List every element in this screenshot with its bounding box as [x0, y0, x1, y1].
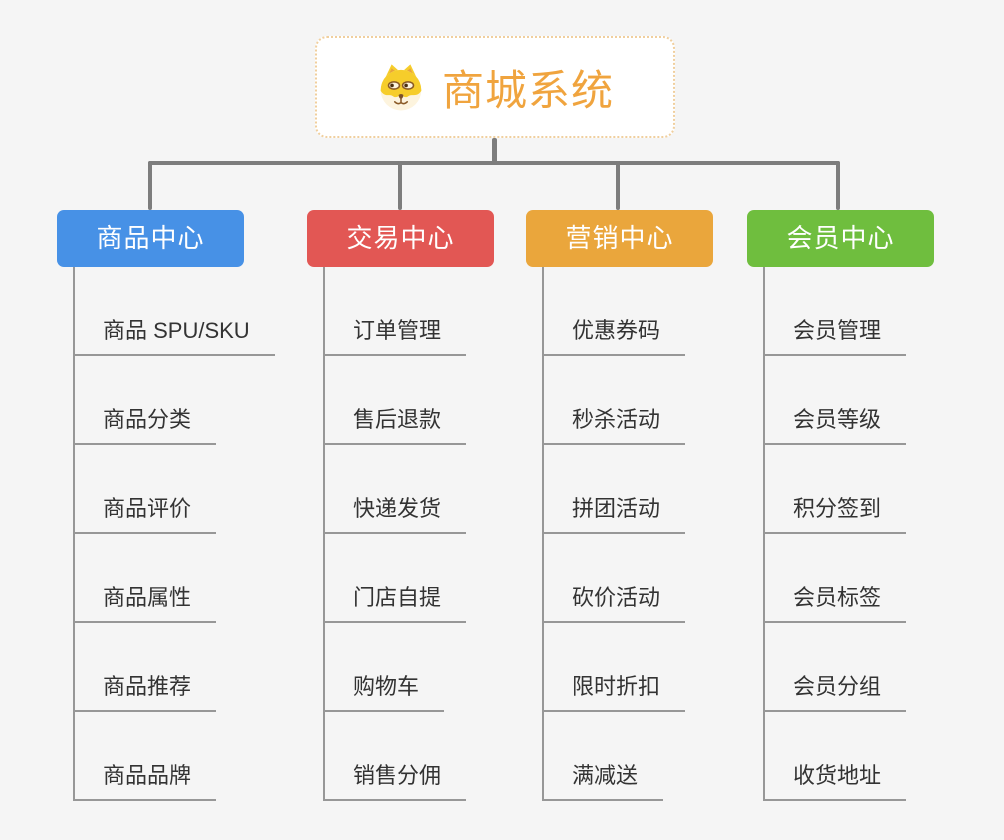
list-item: 售后退款 — [325, 356, 467, 445]
child-list-trade: 订单管理 售后退款 快递发货 门店自提 购物车 销售分佣 — [323, 267, 467, 801]
list-item: 订单管理 — [325, 267, 467, 356]
child-topic[interactable]: 秒杀活动 — [544, 402, 686, 445]
list-item: 商品属性 — [75, 534, 275, 623]
child-topic[interactable]: 积分签到 — [765, 491, 907, 534]
list-item: 快递发货 — [325, 445, 467, 534]
root-node-title: 商城系统 — [441, 66, 614, 114]
branch-node-trade[interactable]: 交易中心 — [307, 210, 494, 267]
list-item: 限时折扣 — [544, 623, 686, 712]
child-topic[interactable]: 商品评价 — [75, 491, 217, 534]
list-item: 门店自提 — [325, 534, 467, 623]
list-item: 商品评价 — [75, 445, 275, 534]
connector-drop-goods — [148, 161, 152, 210]
list-item: 优惠券码 — [544, 267, 686, 356]
branch-node-member[interactable]: 会员中心 — [747, 210, 934, 267]
child-list-marketing: 优惠券码 秒杀活动 拼团活动 砍价活动 限时折扣 满减送 — [542, 267, 686, 801]
child-topic[interactable]: 收货地址 — [765, 758, 907, 801]
branch-node-marketing[interactable]: 营销中心 — [526, 210, 713, 267]
child-topic[interactable]: 商品品牌 — [75, 758, 217, 801]
list-item: 销售分佣 — [325, 712, 467, 801]
list-item: 会员等级 — [765, 356, 907, 445]
child-topic[interactable]: 优惠券码 — [544, 313, 686, 356]
branch-column-trade: 交易中心 订单管理 售后退款 快递发货 门店自提 购物车 销售分佣 — [307, 210, 557, 801]
child-topic[interactable]: 满减送 — [544, 758, 664, 801]
list-item: 购物车 — [325, 623, 466, 712]
branch-node-goods[interactable]: 商品中心 — [57, 210, 244, 267]
list-item: 商品推荐 — [75, 623, 275, 712]
list-item: 商品分类 — [75, 356, 275, 445]
child-topic[interactable]: 销售分佣 — [325, 758, 467, 801]
list-item: 满减送 — [544, 712, 685, 801]
list-item: 拼团活动 — [544, 445, 686, 534]
child-topic[interactable]: 门店自提 — [325, 580, 467, 623]
child-topic[interactable]: 会员管理 — [765, 313, 907, 356]
list-item: 秒杀活动 — [544, 356, 686, 445]
child-topic[interactable]: 商品属性 — [75, 580, 217, 623]
child-topic[interactable]: 商品 SPU/SKU — [75, 313, 275, 356]
dog-face-icon — [376, 62, 426, 112]
list-item: 会员管理 — [765, 267, 907, 356]
connector-root-stub — [492, 138, 497, 165]
branch-column-member: 会员中心 会员管理 会员等级 积分签到 会员标签 会员分组 收货地址 — [747, 210, 997, 801]
child-topic[interactable]: 会员标签 — [765, 580, 907, 623]
list-item: 收货地址 — [765, 712, 907, 801]
child-topic[interactable]: 砍价活动 — [544, 580, 686, 623]
child-topic[interactable]: 商品分类 — [75, 402, 217, 445]
branch-column-goods: 商品中心 商品 SPU/SKU 商品分类 商品评价 商品属性 商品推荐 商品品牌 — [57, 210, 307, 801]
list-item: 砍价活动 — [544, 534, 686, 623]
root-node[interactable]: 商城系统 — [315, 36, 675, 138]
child-topic[interactable]: 会员等级 — [765, 402, 907, 445]
connector-drop-member — [836, 161, 840, 210]
child-topic[interactable]: 商品推荐 — [75, 669, 217, 712]
child-topic[interactable]: 售后退款 — [325, 402, 467, 445]
list-item: 积分签到 — [765, 445, 907, 534]
connector-bus — [148, 161, 840, 165]
child-list-goods: 商品 SPU/SKU 商品分类 商品评价 商品属性 商品推荐 商品品牌 — [73, 267, 275, 801]
list-item: 会员分组 — [765, 623, 907, 712]
child-topic[interactable]: 快递发货 — [325, 491, 467, 534]
child-list-member: 会员管理 会员等级 积分签到 会员标签 会员分组 收货地址 — [763, 267, 907, 801]
child-topic[interactable]: 订单管理 — [325, 313, 467, 356]
branch-column-marketing: 营销中心 优惠券码 秒杀活动 拼团活动 砍价活动 限时折扣 满减送 — [526, 210, 776, 801]
list-item: 商品 SPU/SKU — [75, 267, 275, 356]
connector-drop-trade — [398, 161, 402, 210]
child-topic[interactable]: 会员分组 — [765, 669, 907, 712]
connector-drop-marketing — [616, 161, 620, 210]
list-item: 会员标签 — [765, 534, 907, 623]
child-topic[interactable]: 拼团活动 — [544, 491, 686, 534]
child-topic[interactable]: 购物车 — [325, 669, 445, 712]
list-item: 商品品牌 — [75, 712, 275, 801]
child-topic[interactable]: 限时折扣 — [544, 669, 686, 712]
